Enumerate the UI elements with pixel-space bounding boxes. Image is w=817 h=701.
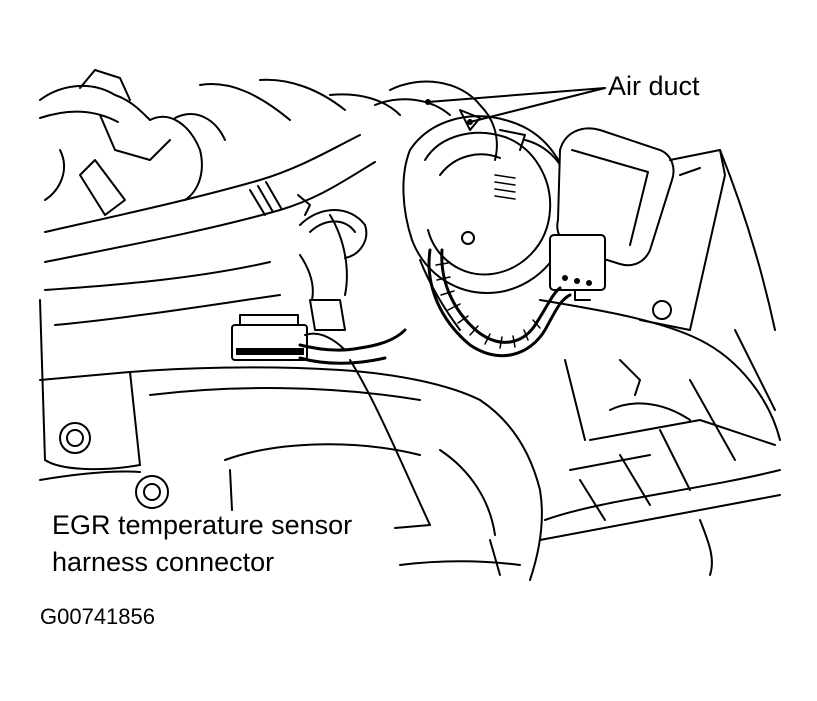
air-duct-assembly bbox=[374, 80, 571, 331]
egr-sensor-label-line2: harness connector bbox=[52, 547, 275, 577]
air-duct-label: Air duct bbox=[608, 71, 700, 101]
egr-sensor-connector bbox=[231, 299, 407, 365]
leader-lines bbox=[349, 87, 606, 529]
figure-id: G00741856 bbox=[40, 604, 155, 629]
egr-sensor-label-line1: EGR temperature sensor bbox=[52, 510, 353, 540]
air-flow-sensor bbox=[549, 127, 675, 301]
coolant-hoses bbox=[44, 134, 376, 326]
bolts bbox=[59, 422, 169, 509]
air-cleaner-housing bbox=[539, 149, 781, 576]
upper-left-bracket bbox=[39, 69, 401, 216]
intake-manifold bbox=[39, 299, 543, 581]
hose-clamp bbox=[297, 194, 368, 301]
sensor-harness bbox=[427, 248, 572, 358]
